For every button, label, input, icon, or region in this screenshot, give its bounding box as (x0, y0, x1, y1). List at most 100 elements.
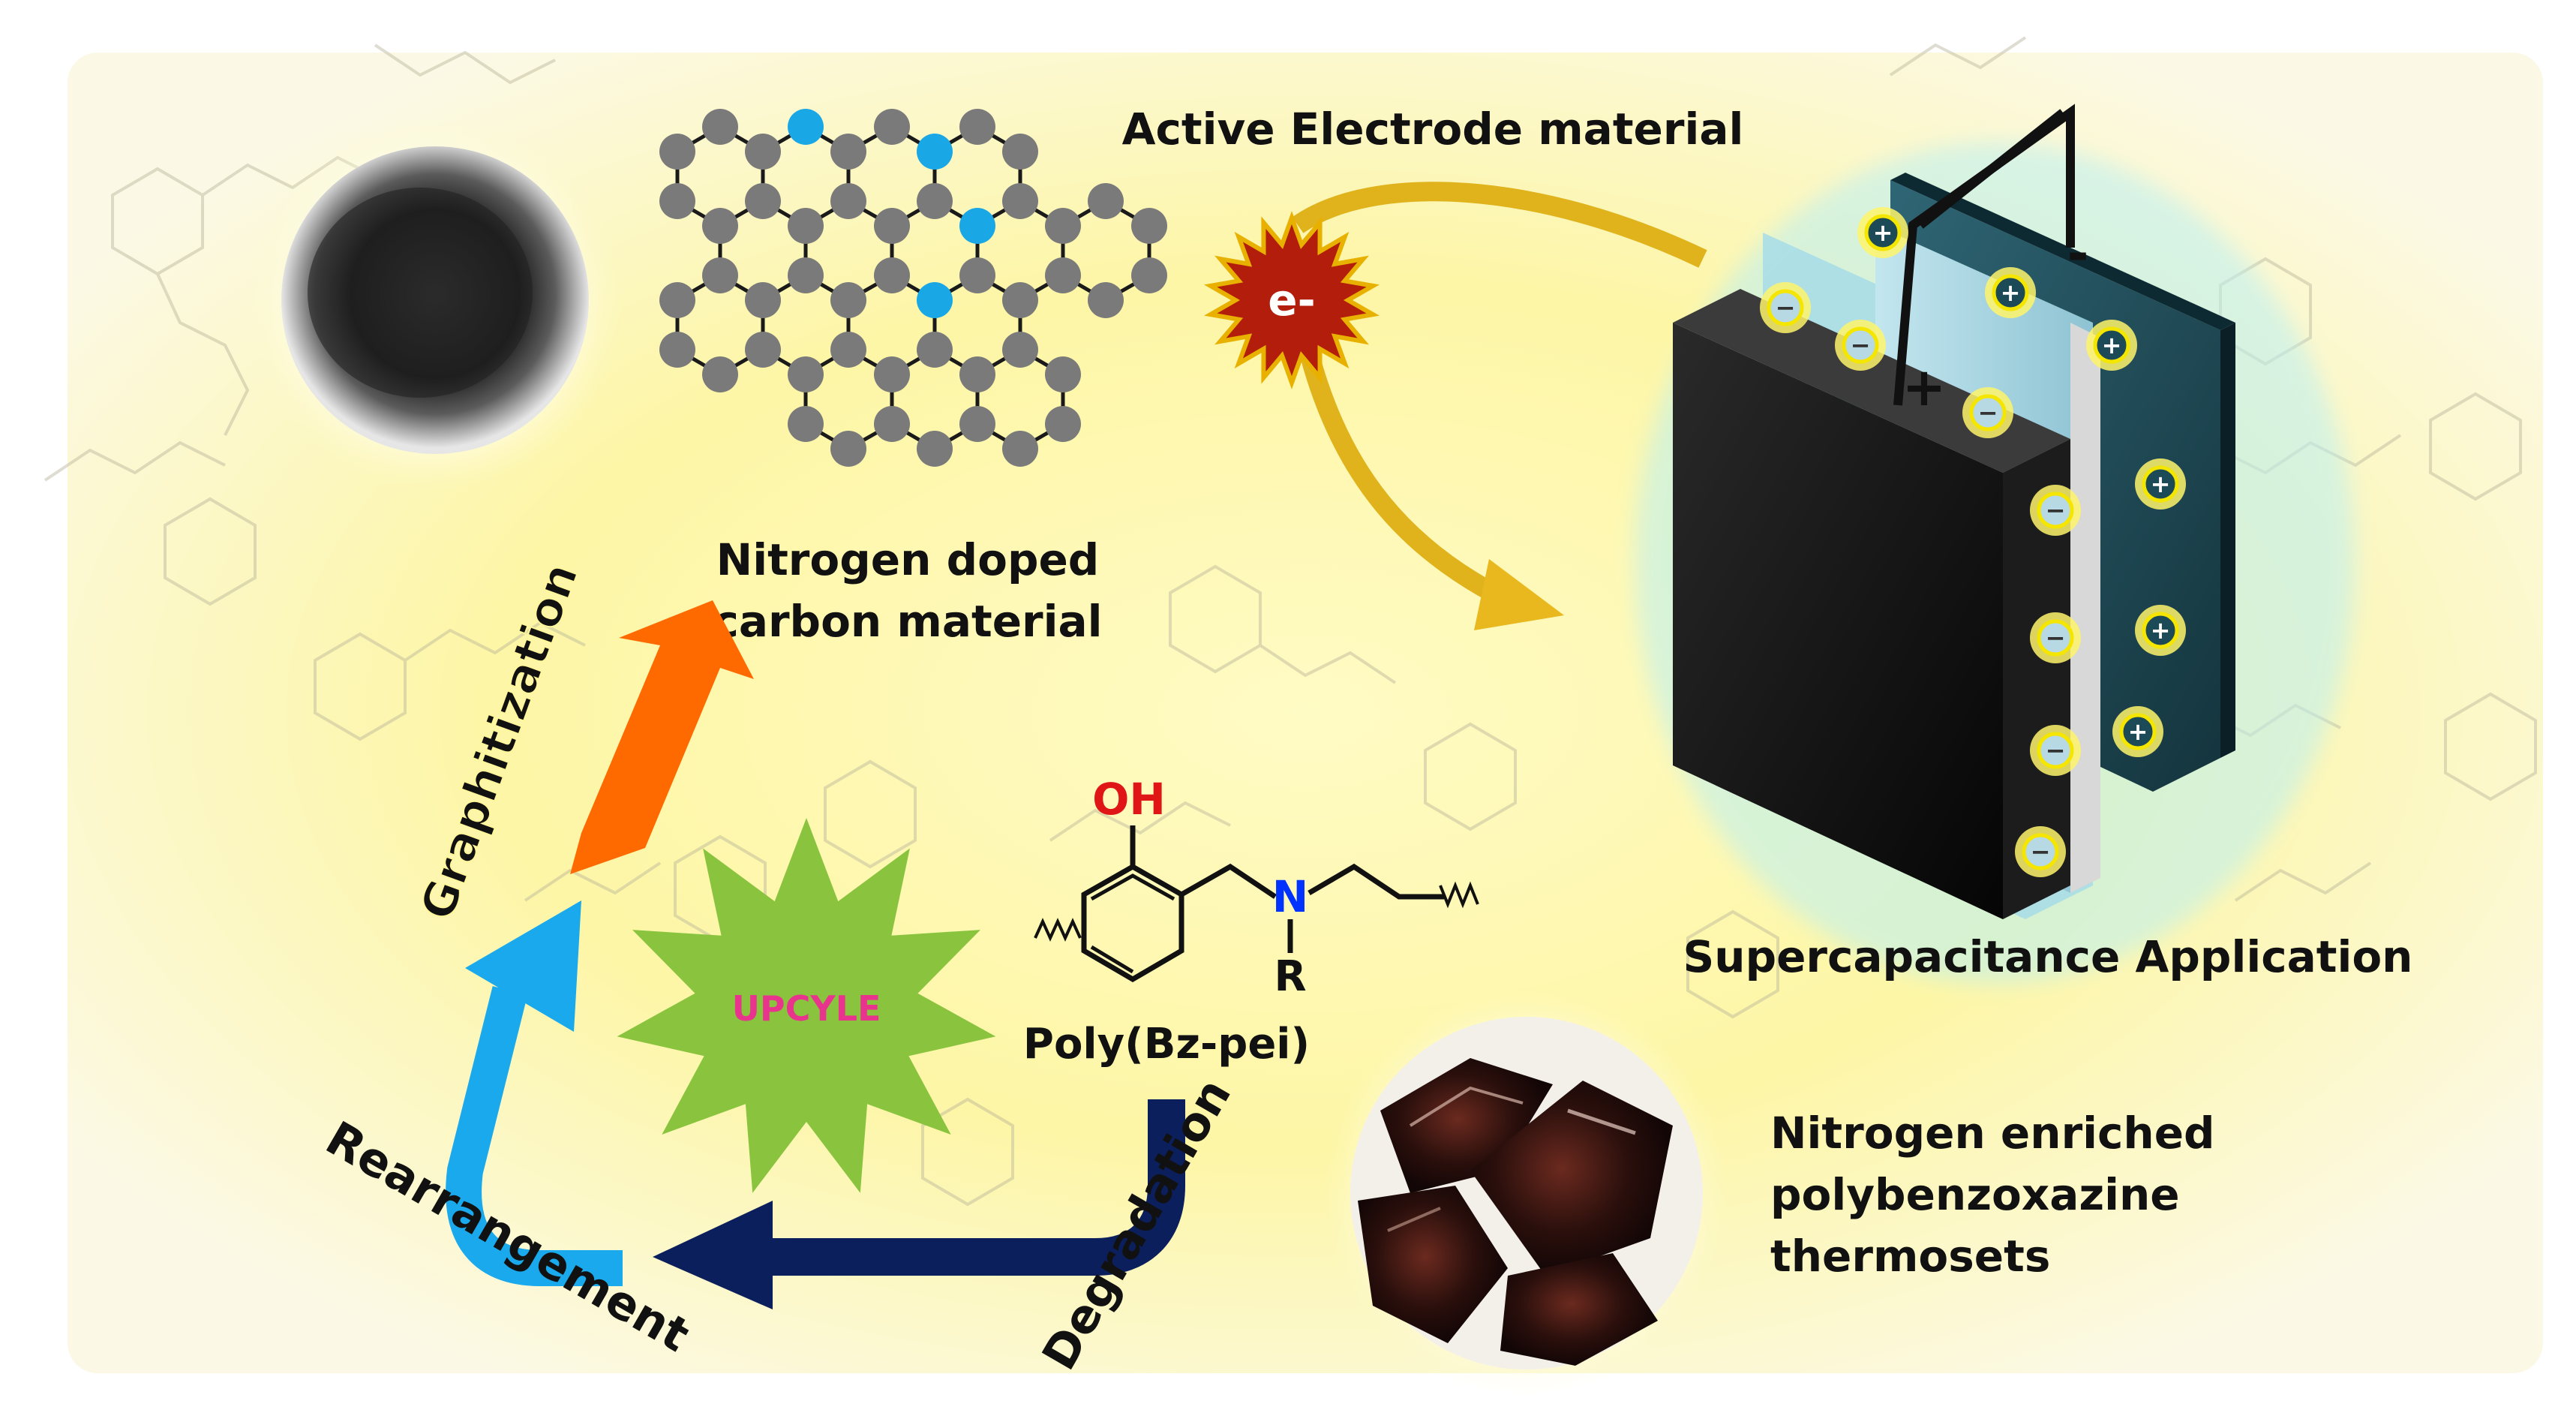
electron-burst: e- (1204, 211, 1380, 389)
anion-marker: − (2015, 826, 2066, 877)
anion-marker: − (1835, 320, 1886, 371)
anion-marker: − (1760, 282, 1811, 333)
degradation-arrow-shaft (750, 1099, 1185, 1276)
carbon-atom (917, 183, 953, 219)
carbon-atom (830, 431, 866, 467)
char-center (308, 188, 533, 398)
anion-marker: − (2030, 485, 2081, 536)
wavy-bond-left (1034, 918, 1082, 942)
ion-markers: + + + + + + − − − − − − − (1760, 207, 2186, 877)
cation-marker: + (2112, 706, 2163, 757)
carbon-atom (830, 282, 866, 318)
nitrogen-doped-label-line1: Nitrogen doped (716, 534, 1100, 585)
positive-electrode-plate (1673, 323, 2003, 919)
carbon-atom (1045, 356, 1081, 392)
wavy-bond-right (1439, 881, 1479, 909)
svg-text:+: + (2102, 331, 2122, 359)
carbon-atom (874, 208, 910, 244)
r-group-label: R (1274, 952, 1306, 1001)
carbon-atom (788, 406, 824, 442)
curved-arrow-head (1474, 559, 1564, 630)
anion-marker: − (2030, 725, 2081, 776)
carbon-atom (874, 109, 910, 145)
carbon-atom (745, 332, 781, 368)
nitrogen-atom (959, 208, 995, 244)
svg-text:+: + (2001, 278, 2021, 307)
negative-electrode-top (1890, 173, 2235, 330)
graphitization-arrow (570, 600, 754, 874)
carbon-atom (745, 134, 781, 170)
rearrangement-arrow-shaft (446, 986, 623, 1286)
separator-edge (2070, 323, 2100, 893)
anion-marker: − (1962, 387, 2013, 438)
carbon-atom (1045, 406, 1081, 442)
poly-bz-pei-label: Poly(Bz-pei) (1023, 1020, 1310, 1069)
negative-terminal-sign: - (2067, 223, 2088, 284)
carbon-atom (1131, 208, 1167, 244)
positive-electrode-side (2003, 439, 2070, 919)
cation-marker: + (1985, 267, 2036, 318)
carbon-atom (874, 406, 910, 442)
supercap-label: Supercapacitance Application (1683, 931, 2413, 982)
carbon-atom (788, 208, 824, 244)
carbon-atom (1002, 134, 1038, 170)
curved-arrow-top (1292, 182, 1707, 268)
carbon-atom (959, 109, 995, 145)
carbon-atom (1045, 257, 1081, 293)
nitrogen-doped-graphene-lattice (659, 109, 1167, 467)
thermoset-resin-image (1358, 1058, 1673, 1366)
carbon-atom (1002, 282, 1038, 318)
carbon-atom (702, 356, 738, 392)
svg-text:−: − (1851, 331, 1871, 359)
thermoset-label-line1: Nitrogen enriched (1770, 1108, 2215, 1159)
carbon-atom (959, 257, 995, 293)
nitrogen-atom-label: N (1272, 871, 1309, 922)
active-electrode-label: Active Electrode material (1122, 104, 1744, 155)
carbon-atom (788, 356, 824, 392)
carbon-atom (702, 208, 738, 244)
svg-text:−: − (1978, 398, 1998, 427)
carbon-atom (830, 332, 866, 368)
carbon-atom (917, 332, 953, 368)
carbon-atom (659, 183, 695, 219)
carbon-atom (959, 406, 995, 442)
carbon-atom (830, 134, 866, 170)
carbon-atom (874, 356, 910, 392)
carbon-atom (702, 257, 738, 293)
svg-text:−: − (2046, 624, 2066, 652)
nitrogen-atom (788, 109, 824, 145)
cation-marker: + (2135, 458, 2186, 510)
carbon-atom (702, 109, 738, 145)
svg-text:−: − (2046, 496, 2066, 525)
carbon-atom (659, 134, 695, 170)
carbon-atom (1002, 431, 1038, 467)
nitrogen-doped-label-line2: carbon material (713, 596, 1102, 647)
nitrogen-atom (917, 282, 953, 318)
carbon-atom (1045, 208, 1081, 244)
electron-label: e- (1268, 275, 1315, 326)
svg-text:+: + (2151, 470, 2171, 498)
circuit-wire-2 (1917, 109, 2066, 229)
upcyle-starburst: UPCYLE (617, 818, 996, 1193)
svg-text:−: − (2046, 736, 2066, 765)
carbon-atom (659, 282, 695, 318)
carbon-atom (830, 183, 866, 219)
carbon-atom (745, 282, 781, 318)
carbon-atom (1002, 332, 1038, 368)
hydroxyl-group: OH (1092, 774, 1166, 825)
anion-marker: − (2030, 612, 2081, 663)
degradation-arrow-head (653, 1201, 773, 1309)
poly-bz-pei-structure: OH N R (1034, 774, 1479, 1001)
carbon-atom (1088, 282, 1124, 318)
carbon-atom (659, 332, 695, 368)
carbon-atom (745, 183, 781, 219)
svg-text:+: + (2128, 717, 2148, 746)
svg-text:+: + (1873, 218, 1893, 247)
cation-marker: + (2086, 320, 2137, 371)
svg-text:+: + (2151, 616, 2171, 645)
rearrangement-arrow-head (465, 900, 581, 1032)
carbon-atom (874, 257, 910, 293)
supercapacitor-device: + - + + + + + + − − − − − − − (1635, 104, 2355, 983)
